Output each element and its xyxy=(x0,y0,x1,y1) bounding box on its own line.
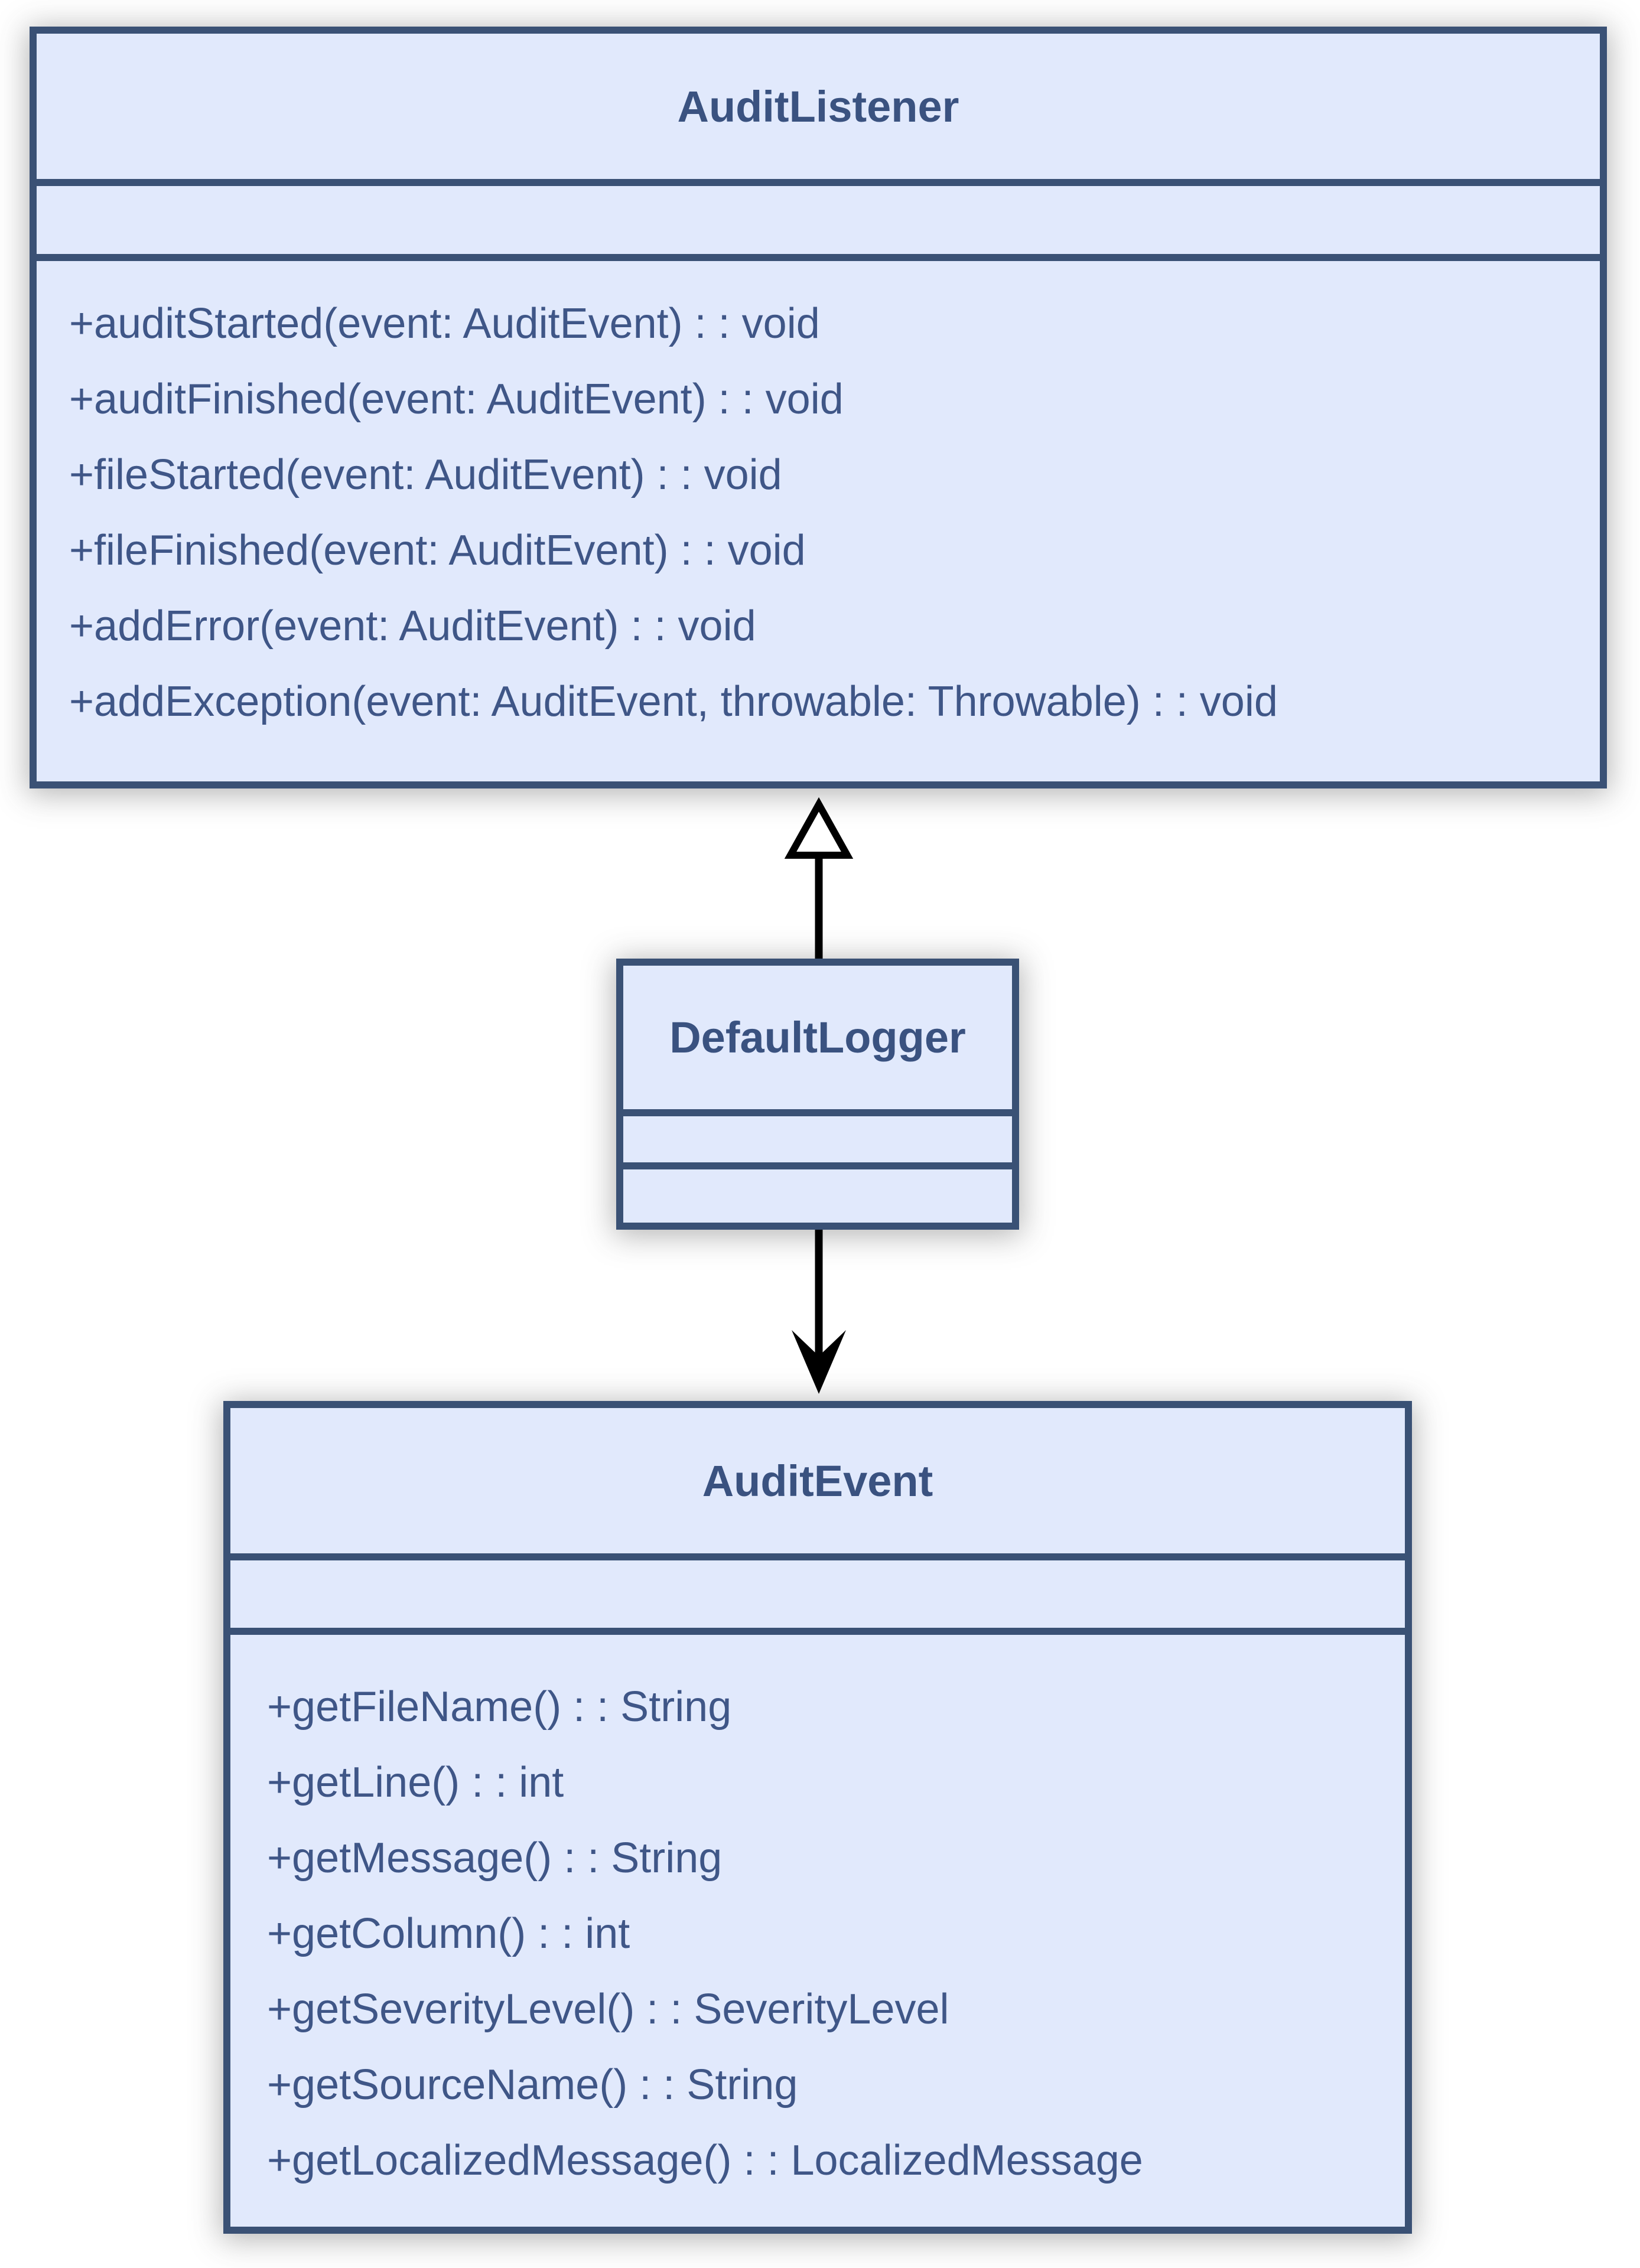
method-auditStarted: +auditStarted(event: AuditEvent) : : voi… xyxy=(69,300,820,347)
class-name-defaultlogger: DefaultLogger xyxy=(669,1013,966,1062)
association-arrow-defaultlogger-to-auditevent xyxy=(792,1230,846,1394)
auditevent-methods-compartment: +getFileName() : : String +getLine() : :… xyxy=(230,1628,1405,2227)
method-addError: +addError(event: AuditEvent) : : void xyxy=(69,602,756,650)
method-getSeverityLevel: +getSeverityLevel() : : SeverityLevel xyxy=(267,1986,949,2033)
defaultlogger-attributes-compartment xyxy=(623,1109,1012,1162)
class-box-auditevent: AuditEvent +getFileName() : : String +ge… xyxy=(223,1401,1412,2234)
method-getColumn: +getColumn() : : int xyxy=(267,1910,630,1957)
dart-arrowhead-icon xyxy=(792,1330,846,1394)
method-getMessage: +getMessage() : : String xyxy=(267,1834,723,1882)
auditlistener-attributes-compartment xyxy=(37,179,1600,254)
defaultlogger-methods-compartment xyxy=(623,1162,1012,1223)
method-fileFinished: +fileFinished(event: AuditEvent) : : voi… xyxy=(69,527,806,574)
class-box-auditlistener: AuditListener +auditStarted(event: Audit… xyxy=(30,27,1607,788)
method-getSourceName: +getSourceName() : : String xyxy=(267,2061,798,2109)
method-getFileName: +getFileName() : : String xyxy=(267,1683,732,1731)
method-getLocalizedMessage: +getLocalizedMessage() : : LocalizedMess… xyxy=(267,2137,1143,2184)
auditlistener-title-compartment: AuditListener xyxy=(37,34,1600,179)
method-getLine: +getLine() : : int xyxy=(267,1759,564,1806)
class-name-auditevent: AuditEvent xyxy=(702,1456,933,1506)
method-addException: +addException(event: AuditEvent, throwab… xyxy=(69,678,1278,725)
method-fileStarted: +fileStarted(event: AuditEvent) : : void xyxy=(69,451,782,498)
method-auditFinished: +auditFinished(event: AuditEvent) : : vo… xyxy=(69,376,844,423)
class-name-auditlistener: AuditListener xyxy=(677,82,959,131)
generalization-arrow-defaultlogger-to-auditlistener xyxy=(784,797,854,959)
class-box-defaultlogger: DefaultLogger xyxy=(616,959,1019,1230)
hollow-triangle-arrowhead-icon xyxy=(784,797,854,859)
auditevent-title-compartment: AuditEvent xyxy=(230,1408,1405,1553)
defaultlogger-title-compartment: DefaultLogger xyxy=(623,966,1012,1109)
auditevent-attributes-compartment xyxy=(230,1553,1405,1628)
auditlistener-methods-compartment: +auditStarted(event: AuditEvent) : : voi… xyxy=(37,254,1600,781)
